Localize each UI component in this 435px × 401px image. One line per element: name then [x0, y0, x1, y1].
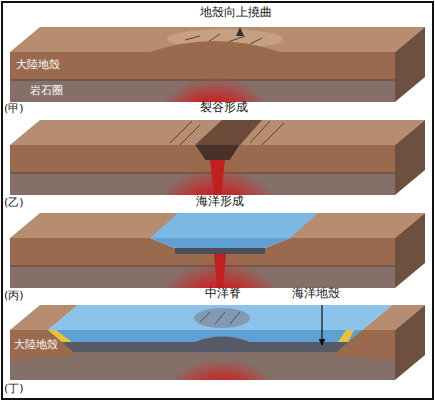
layer-name: 大陸地殼	[14, 338, 58, 351]
magma-plume	[167, 346, 277, 380]
ridge-front	[195, 337, 250, 343]
block-side	[395, 213, 425, 288]
magma-plume	[160, 246, 280, 288]
panel-a	[10, 27, 425, 148]
continent-front	[332, 330, 395, 360]
panel-tag: (丙)	[4, 289, 24, 302]
layer-name: 岩石圈	[30, 84, 63, 97]
continent-front	[10, 330, 78, 360]
panel-c	[10, 213, 425, 338]
feature-name: 中洋脊	[205, 286, 241, 300]
stage-caption: 裂谷形成	[200, 100, 248, 114]
panel-d	[10, 305, 425, 401]
panel-tag: (乙)	[4, 196, 24, 209]
block-side	[395, 305, 425, 380]
panel-tag: (丁)	[4, 382, 24, 395]
panel-b	[10, 120, 425, 245]
magma-dyke	[214, 254, 226, 288]
panel-tag: (甲)	[4, 102, 24, 115]
ocean-top	[48, 305, 392, 330]
crust-top	[10, 120, 425, 145]
ocean-front	[48, 330, 362, 342]
magma-plume	[160, 64, 270, 102]
magma-dyke	[210, 160, 225, 195]
sediment	[338, 330, 354, 342]
crust-top	[10, 213, 425, 238]
ridge-cracks	[200, 312, 240, 324]
stage-caption: 地殼向上撓曲	[200, 5, 272, 19]
leader-line	[321, 305, 322, 345]
block-side	[395, 27, 425, 102]
magma-plume	[157, 153, 277, 195]
faults	[170, 121, 284, 145]
block-side	[395, 120, 425, 195]
feature-name: 海洋地殼	[292, 286, 340, 300]
bulge-marker	[236, 27, 244, 36]
layer-name: 大陸地殼	[16, 58, 60, 71]
stage-caption: 海洋形成	[196, 194, 244, 208]
sea-top	[150, 213, 318, 238]
ridge-top	[194, 308, 250, 328]
